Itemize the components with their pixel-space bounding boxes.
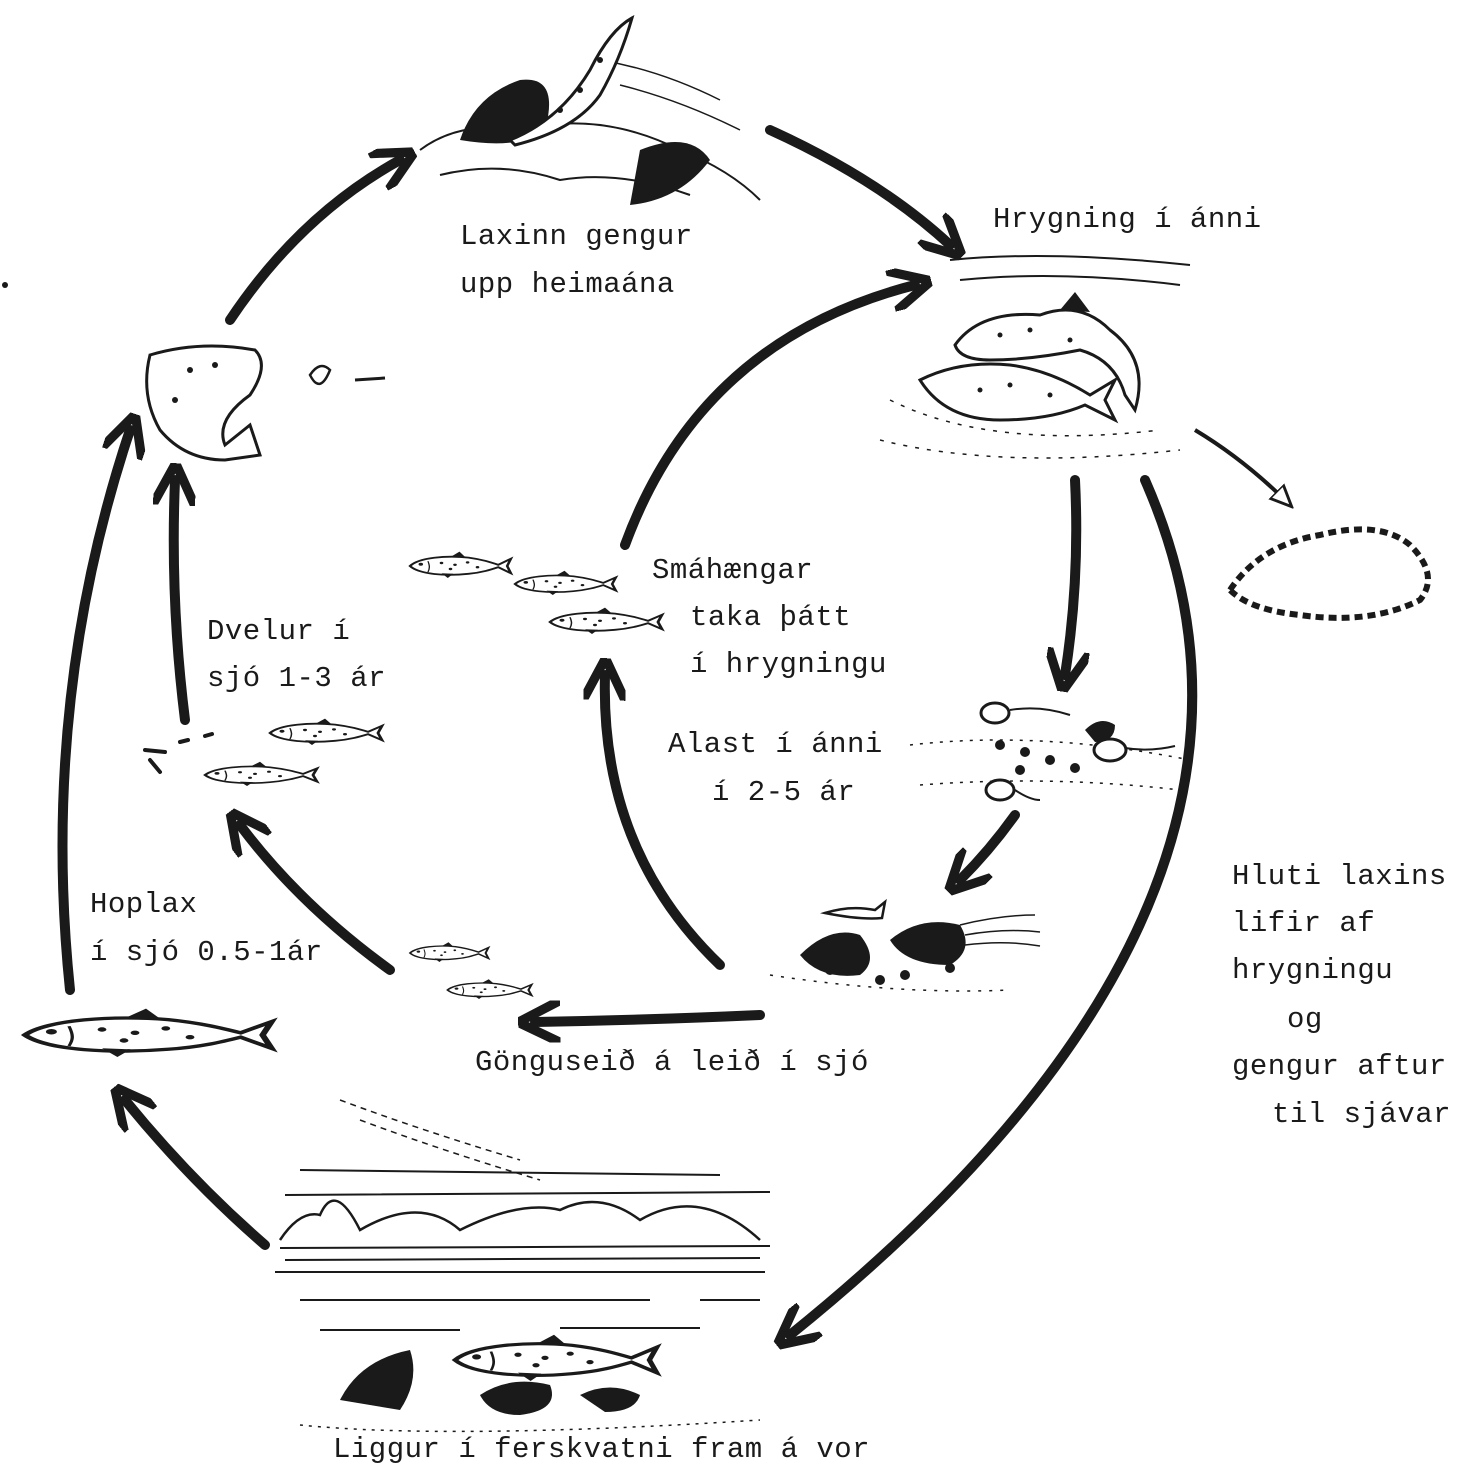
label-grilse-spawn-3: í hrygningu (690, 648, 887, 681)
label-survivors-3: hrygningu (1232, 954, 1394, 987)
label-grilse-spawn-2: taka þátt (690, 601, 852, 634)
label-survivors-5: gengur aftur (1232, 1050, 1447, 1083)
label-sea-stay-2: sjó 1-3 ár (207, 662, 387, 695)
arrow-kelts-to-freshwater (790, 475, 1198, 1335)
arrow-sea-to-return (174, 480, 185, 725)
label-overwinter: Liggur í ferskvatni fram á vor (333, 1433, 871, 1466)
label-survivors-1: Hluti laxins (1232, 860, 1447, 893)
label-upstream-1: Laxinn gengur (460, 220, 693, 253)
arrow-to-upstream (225, 160, 400, 325)
leaping-salmon-illustration (419, 14, 761, 205)
arrow-smolts-to-sea (240, 825, 395, 975)
dead-salmon-illustration (1226, 526, 1431, 621)
smolt-2 (446, 978, 533, 1001)
arrow-grilse-spawn-to-spawning (620, 285, 915, 550)
label-river-rearing-1: Alast í ánni (668, 728, 883, 761)
label-upstream-2: upp heimaána (460, 268, 675, 301)
arrow-spawn-to-eggs (1065, 475, 1076, 675)
arrow-eggs-to-fry (960, 810, 1020, 880)
label-river-rearing-2: í 2-5 ár (712, 776, 856, 809)
label-smolts: Gönguseið á leið í sjó (475, 1046, 869, 1079)
freshwater-lake-illustration (275, 1099, 771, 1433)
label-grilse-spawn-1: Smáhængar (652, 554, 814, 587)
eggs-alevins-illustration (909, 701, 1191, 802)
arrow-fry-to-smolts (535, 1015, 765, 1022)
arrow-to-spawning (765, 125, 950, 245)
fry-in-gravel-illustration (769, 898, 1041, 992)
sea-salmon-2 (203, 760, 319, 788)
label-grilse-1: Hoplax (90, 888, 198, 921)
returning-salmon-illustration (145, 344, 386, 462)
sea-salmon-1 (268, 717, 384, 747)
grilse-fish-2 (513, 569, 618, 597)
label-spawning: Hrygning í ánni (993, 203, 1262, 236)
grilse-salmon-large (25, 1009, 271, 1057)
cycle-arrows (57, 125, 1198, 1335)
label-survivors-4: og (1287, 1003, 1323, 1036)
grilse-fish-1 (408, 550, 513, 580)
arrow-to-dead-fish (1193, 428, 1290, 505)
arrow-freshwater-to-grilse (125, 1100, 270, 1250)
small-fish-fragments (143, 732, 214, 774)
label-grilse-2: í sjó 0.5-1ár (90, 936, 323, 969)
label-survivors-6: til sjávar (1272, 1098, 1452, 1131)
label-survivors-2: lifir af (1232, 907, 1376, 940)
arrow-parr-to-grilse-spawn (605, 675, 725, 970)
grilse-fish-3 (548, 606, 664, 636)
label-sea-stay-1: Dvelur í (207, 615, 351, 648)
arrow-grilse-to-return (57, 430, 131, 995)
spawning-salmon-illustration (879, 255, 1191, 459)
stray-dot (2, 282, 8, 288)
overwintering-salmon (455, 1335, 657, 1381)
smolt-1 (408, 941, 490, 964)
